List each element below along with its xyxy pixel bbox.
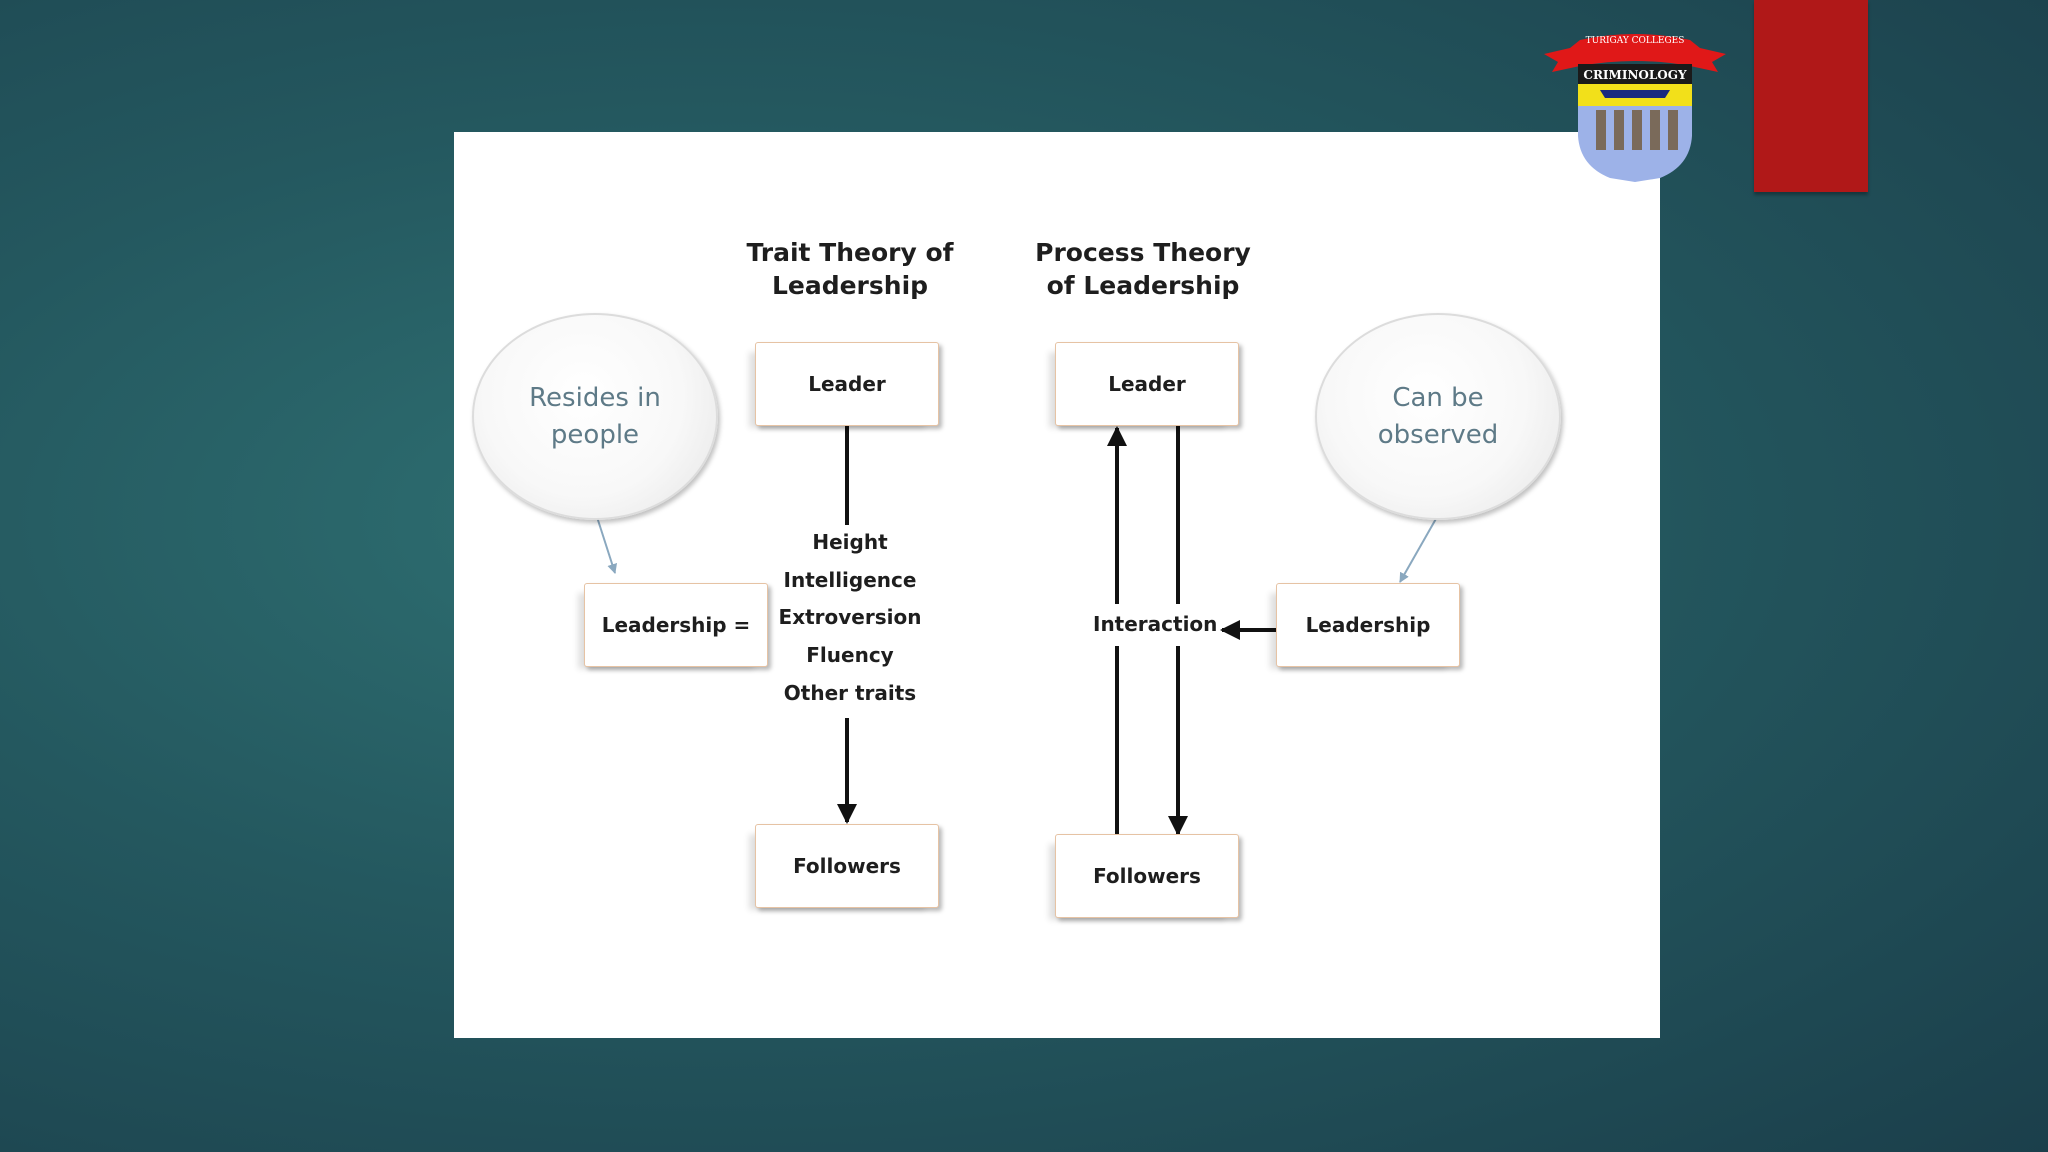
process-leader-box: Leader [1055,342,1239,426]
svg-text:TURIGAY COLLEGES: TURIGAY COLLEGES [1586,36,1685,46]
right-bubble-pointer [1399,516,1438,583]
resides-in-people-bubble: Resides in people [472,313,718,520]
trait-followers-box: Followers [755,824,939,908]
svg-text:CRIMINOLOGY: CRIMINOLOGY [1583,68,1687,82]
trait-item: Extroversion [778,605,922,629]
process-leadership-box: Leadership [1276,583,1460,667]
trait-item: Other traits [783,681,917,705]
trait-item: Height [812,530,888,554]
left-bubble-pointer [596,516,618,574]
trait-item: Intelligence [783,568,917,592]
can-be-observed-bubble: Can be observed [1315,313,1561,520]
red-corner-tab [1754,0,1868,192]
criminology-shield-icon: TURIGAY COLLEGES CRIMINOLOGY [1544,34,1726,182]
leadership-equals-box: Leadership = [584,583,768,667]
process-followers-box: Followers [1055,834,1239,918]
trait-theory-title: Trait Theory of Leadership [746,238,954,300]
trait-item: Fluency [806,643,894,667]
trait-leader-box: Leader [755,342,939,426]
process-theory-title: Process Theory of Leadership [1035,238,1251,300]
interaction-label: Interaction [1091,612,1220,636]
criminology-logo: TURIGAY COLLEGES CRIMINOLOGY [1540,26,1730,182]
